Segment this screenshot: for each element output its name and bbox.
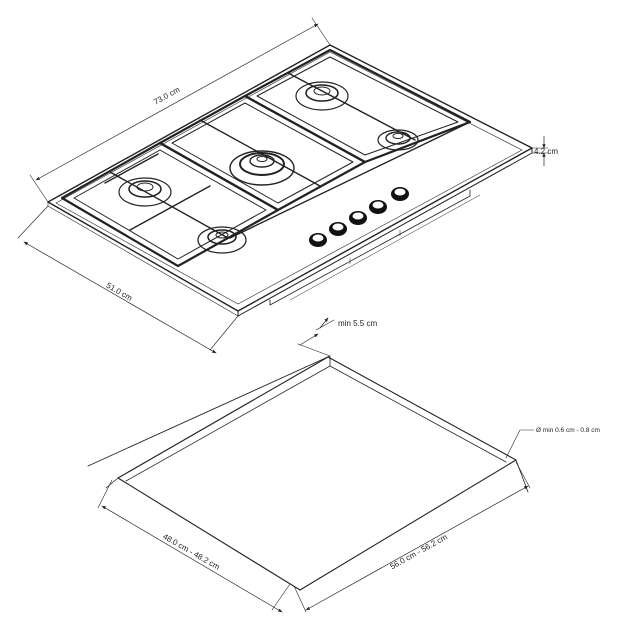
knob-3 bbox=[349, 211, 367, 225]
knob-5 bbox=[391, 187, 409, 201]
min-edge-label: min 5.5 cm bbox=[338, 319, 377, 328]
hob-depth-label: 51.0 cm bbox=[105, 281, 134, 303]
hob-under-line bbox=[289, 194, 481, 301]
grate-left-inner bbox=[73, 149, 267, 260]
corner-radius-label: Ø min 0.6 cm - 0.8 cm bbox=[536, 427, 600, 434]
knob-4 bbox=[369, 200, 387, 214]
dimension-cutout-width: 56.0 cm - 56.2 cm bbox=[293, 461, 531, 613]
worktop-rear-edge bbox=[87, 355, 331, 467]
grate-left bbox=[60, 141, 280, 268]
burner-front-right bbox=[377, 129, 419, 151]
burner-rear-right bbox=[295, 81, 349, 111]
gas-hob bbox=[47, 44, 533, 317]
knob-2 bbox=[329, 222, 347, 236]
dimension-min-edge: min 5.5 cm bbox=[297, 317, 377, 357]
dimension-hob-width: 73.0 cm bbox=[29, 17, 331, 203]
hob-height-label: 4.2 cm bbox=[534, 147, 558, 156]
control-knobs bbox=[309, 187, 409, 247]
dimension-hob-depth: 51.0 cm bbox=[17, 205, 239, 354]
dimension-cutout-depth: 48.0 cm - 48.2 cm bbox=[97, 479, 291, 613]
cutout-left-front bbox=[105, 477, 119, 489]
hob-front-edge bbox=[237, 147, 533, 317]
cutout-width-label: 56.0 cm - 56.2 cm bbox=[389, 532, 450, 571]
burner-front-left bbox=[197, 226, 247, 254]
dimension-corner-radius: Ø min 0.6 cm - 0.8 cm bbox=[505, 427, 600, 459]
knob-1 bbox=[309, 233, 327, 247]
hob-width-label: 73.0 cm bbox=[152, 85, 182, 107]
burner-center-wok bbox=[229, 150, 295, 186]
burners bbox=[118, 81, 419, 254]
cutout-depth-label: 48.0 cm - 48.2 cm bbox=[161, 532, 221, 572]
pan-supports bbox=[60, 48, 472, 268]
grate-right-inner bbox=[256, 56, 459, 156]
cutout-outline bbox=[117, 356, 517, 591]
hob-under-body bbox=[269, 189, 471, 306]
worktop-cutout bbox=[87, 355, 529, 591]
dimension-hob-height: 4.2 cm bbox=[531, 135, 558, 167]
